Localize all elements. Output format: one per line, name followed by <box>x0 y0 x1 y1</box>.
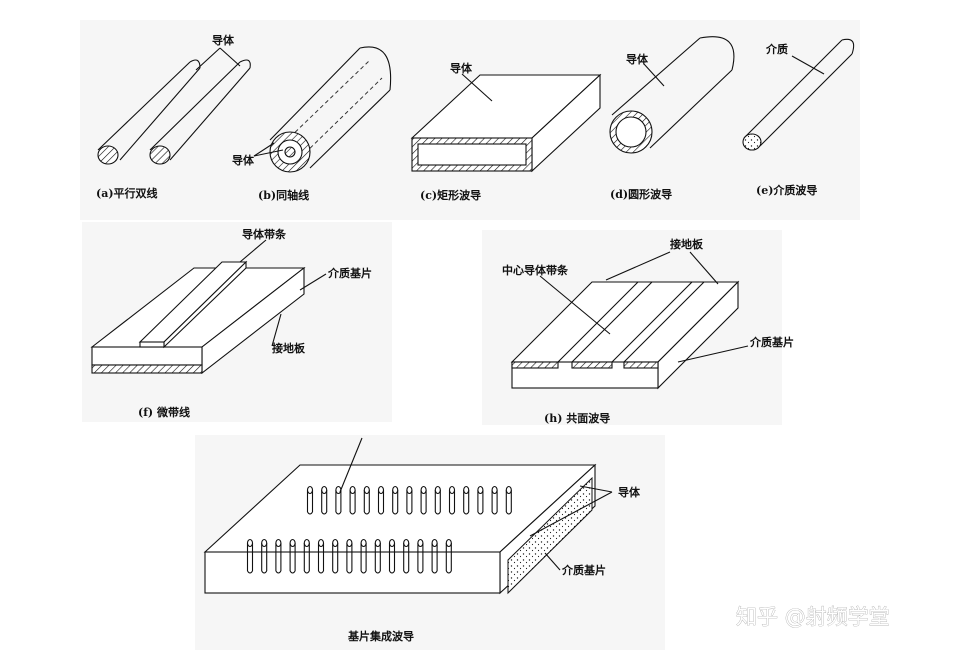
label-conductor-a: 导体 <box>212 33 235 47</box>
circular-waveguide-figure: 导体 (d)圆形波导 <box>609 36 735 201</box>
caption-e: (e)介质波导 <box>756 183 817 197</box>
label-conductor-c: 导体 <box>450 61 473 75</box>
via-post <box>505 485 512 515</box>
parallel-wire-figure: 导体 (a)平行双线 <box>96 33 251 200</box>
label-strip-conductor: 导体带条 <box>242 227 287 241</box>
via-post <box>346 538 353 574</box>
label-substrate-siw: 介质基片 <box>561 563 606 577</box>
label-conductor-b: 导体 <box>232 153 255 167</box>
caption-a: (a)平行双线 <box>96 186 158 200</box>
via-post <box>317 538 325 574</box>
via-post <box>420 485 427 515</box>
via-post <box>417 538 424 574</box>
via-row-front <box>246 538 452 574</box>
via-post <box>289 538 296 574</box>
label-substrate-f: 介质基片 <box>327 266 372 280</box>
via-post <box>491 485 498 515</box>
via-post <box>275 538 282 574</box>
label-dielectric-e: 介质 <box>765 42 788 56</box>
label-ground-h: 接地板 <box>670 237 704 251</box>
caption-d: (d)圆形波导 <box>610 187 672 201</box>
dielectric-waveguide-figure: 介质 (e)介质波导 <box>742 38 855 197</box>
label-conductor-d: 导体 <box>626 52 649 66</box>
via-post <box>431 538 438 574</box>
via-post <box>321 485 328 515</box>
coaxial-figure: 导体 (b)同轴线 <box>232 46 392 202</box>
via-post <box>349 485 356 515</box>
watermark: 知乎 @射频学堂 <box>736 605 890 629</box>
via-post <box>406 485 413 515</box>
via-post <box>463 485 470 515</box>
via-post <box>392 485 399 515</box>
caption-f: (f) 微带线 <box>138 405 190 419</box>
via-post <box>434 485 441 515</box>
via-post <box>332 538 339 574</box>
via-post <box>448 485 456 515</box>
caption-siw: 基片集成波导 <box>347 629 414 643</box>
label-ground-f: 接地板 <box>272 341 306 355</box>
label-center-strip: 中心导体带条 <box>502 263 569 277</box>
via-post <box>363 485 370 515</box>
via-post <box>477 485 484 515</box>
via-post <box>261 538 268 574</box>
rectangular-waveguide-figure: 导体 (c)矩形波导 <box>410 61 602 202</box>
siw-figure: 导体 介质基片 基片集成波导 <box>203 437 641 643</box>
via-post <box>377 485 385 515</box>
via-row-back <box>306 485 512 515</box>
via-post <box>445 538 452 574</box>
caption-c: (c)矩形波导 <box>420 188 481 202</box>
via-post <box>403 538 410 574</box>
microstrip-figure: 导体带条 介质基片 接地板 (f) 微带线 <box>90 227 372 419</box>
via-post <box>360 538 367 574</box>
via-post <box>335 485 342 515</box>
via-post <box>306 485 314 515</box>
caption-b: (b)同轴线 <box>258 188 309 202</box>
via-post <box>374 538 381 574</box>
label-conductor-siw: 导体 <box>618 485 641 499</box>
coplanar-waveguide-figure: 中心导体带条 接地板 介质基片 (h) 共面波导 <box>502 237 794 425</box>
via-post <box>388 538 396 574</box>
via-post <box>303 538 310 574</box>
via-post <box>246 538 254 574</box>
caption-h: (h) 共面波导 <box>544 411 610 425</box>
label-substrate-h: 介质基片 <box>749 335 794 349</box>
